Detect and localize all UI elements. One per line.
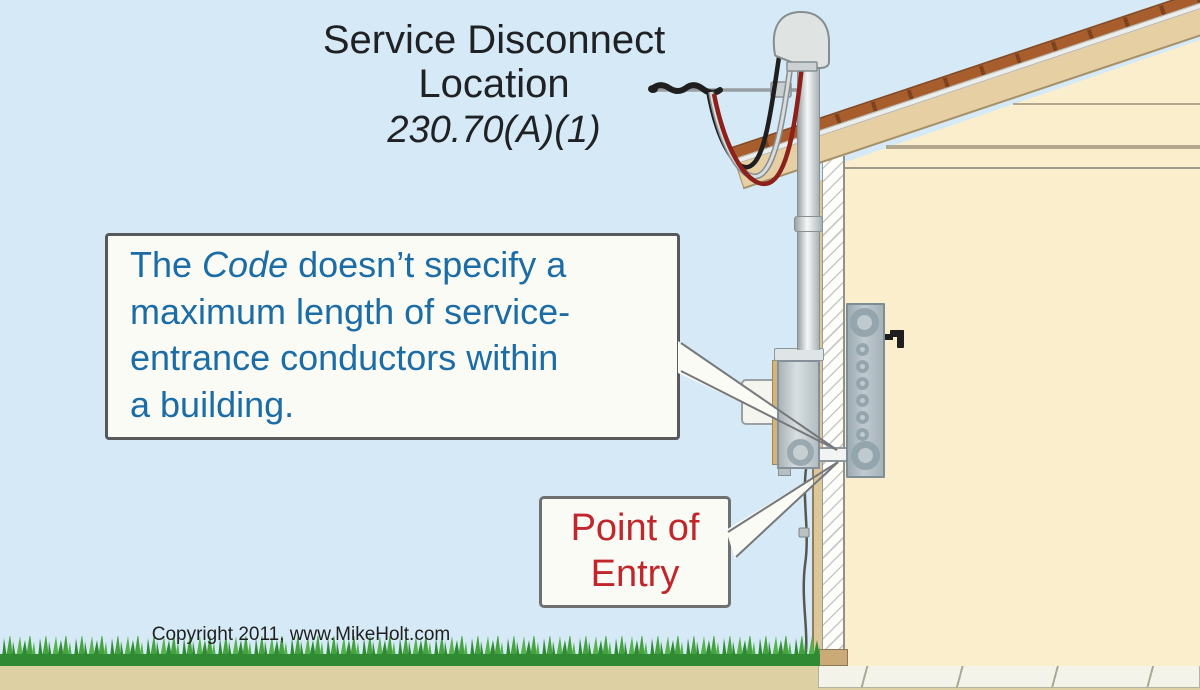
callout-text-line1: doesn’t specify a [288,244,567,285]
sill-plate [818,649,848,666]
house-interior-wall [845,40,1200,666]
callout-text-line4: a building. [130,383,295,425]
callout-text-italic: Code [202,244,289,285]
panel-knockout-large [851,441,880,470]
meter-knockout [787,439,814,466]
callout-text-line2: maximum length of service- [130,290,571,332]
ground-wire-clip [798,527,810,538]
rod-clamp [770,81,792,98]
title-line1: Service Disconnect [322,18,666,62]
panel-knockout-small [856,343,869,356]
grounding-conductor [802,468,808,653]
poe-line1: Point of [570,507,700,549]
meter-foot [778,468,791,476]
service-mast-conduit [797,58,820,350]
callout-text-pre: The [130,244,203,285]
gable-siding-line [886,145,1200,149]
wall-cross-section-hatch [822,156,845,652]
callout-text-line3: entrance conductors within [130,337,559,378]
conduit-coupling [794,216,823,232]
disconnect-handle [885,334,893,340]
title-line2: Location [418,62,570,106]
gable-siding-line [845,167,1200,169]
main-callout-box: The Code doesn’t specify a maximum lengt… [105,233,680,440]
point-of-entry-callout-box: Point of Entry [539,496,731,608]
poe-line2: Entry [590,553,680,595]
panel-knockout-large [850,308,879,337]
panel-knockout-small [856,377,869,390]
panel-knockout-small [856,411,869,424]
poe-callout-tail-fill [726,477,813,559]
copyright-text: Copyright 2011, www.MikeHolt.com [151,624,451,645]
main-callout-text: The Code doesn’t specify a maximum lengt… [108,236,677,428]
panel-knockout-small [856,360,869,373]
gable-siding-line [1013,103,1200,105]
disconnect-handle [897,330,904,348]
code-reference: 230.70(A)(1) [387,109,601,151]
point-of-entry-text: Point of Entry [542,499,728,597]
panel-knockout-small [856,394,869,407]
panel-knockout-small [856,428,869,441]
diagram-title: Service Disconnect Location 230.70(A)(1) [244,18,744,152]
foundation-slab [818,664,1200,688]
